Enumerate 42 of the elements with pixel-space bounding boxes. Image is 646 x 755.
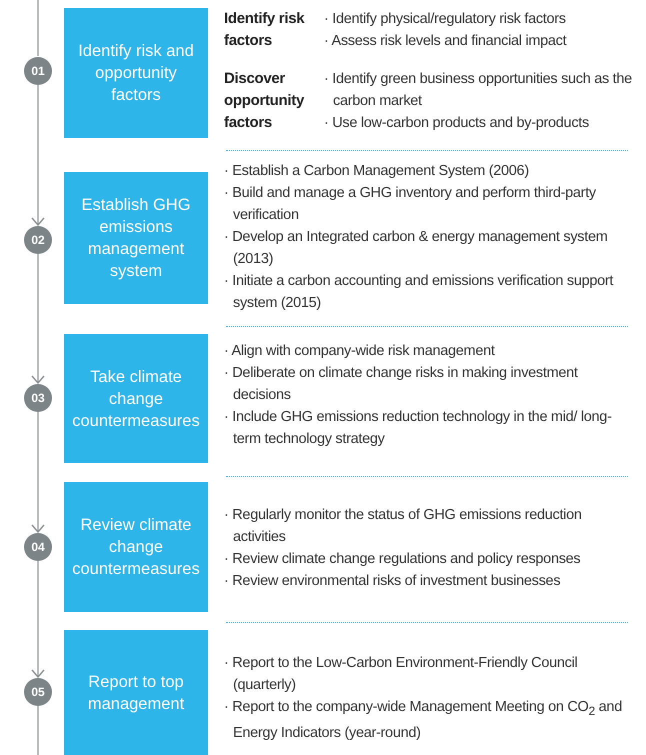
bullet-item: · Report to the company-wide Management Meeting on CO$_{2}$ and Energy Indicators (year-round) [224, 698, 623, 743]
step-number: 04 [31, 540, 45, 554]
step-title: Report to top management [86, 672, 186, 714]
bullet-item: · Report to the Low-Carbon Environment-Friendly Council (quarterly) [224, 654, 578, 695]
step-title: Identify risk and opportunity factors [77, 41, 195, 106]
step-number: 02 [31, 233, 45, 247]
step-title: Take climate change countermeasures [71, 366, 201, 432]
bullet-item: · Develop an Integrated carbon & energy management system (2013) [224, 228, 608, 269]
bullet-item: · Deliberate on climate change risks in making investment decisions [224, 364, 579, 405]
bullet-item: · Initiate a carbon accounting and emissions verification support system (2015) [224, 272, 614, 313]
connector-arrow [31, 254, 45, 384]
step-box [64, 482, 208, 612]
bullet-item: · Include GHG emissions reduction technology in the mid/ long-term technology strategy [224, 408, 613, 449]
step-box [64, 172, 208, 304]
bullet-item: · Regularly monitor the status of GHG emissions reduction activities [224, 506, 583, 547]
step-number-circle [24, 678, 52, 706]
category-heading: Discover opportunity factors [224, 69, 306, 133]
bullet-item: · Use low-carbon products and by-products [324, 114, 590, 133]
step-title: Review climate change countermeasures [71, 515, 201, 580]
step-number: 01 [31, 64, 45, 78]
connector-arrow [31, 85, 45, 226]
step-box [64, 630, 208, 755]
step-number-circle [24, 226, 52, 254]
bullet-item: · Identify green business opportunities such as the carbon market [324, 70, 633, 111]
step-box [64, 334, 208, 463]
bullet-item: · Review climate change regulations and policy responses [224, 550, 582, 569]
connector-arrow [31, 561, 45, 678]
connector-arrow [31, 412, 45, 533]
bullet-item: · Review environmental risks of investment businesses [224, 572, 562, 591]
bullet-item: · Identify physical/regulatory risk factors [324, 10, 567, 29]
bullet-item: · Build and manage a GHG inventory and perform third-party verification [224, 184, 597, 225]
bullet-item: · Align with company-wide risk management [224, 342, 496, 361]
step-number-circle [24, 384, 52, 412]
bullet-item: · Establish a Carbon Management System (2006) [224, 162, 530, 181]
step-number: 03 [31, 391, 45, 405]
step-title: Establish GHG emissions management system [80, 195, 192, 282]
step-number: 05 [31, 685, 45, 699]
bullet-item: · Assess risk levels and financial impact [324, 32, 568, 51]
step-number-circle [24, 533, 52, 561]
category-heading: Identify risk factors [224, 9, 306, 51]
step-number-circle [24, 57, 52, 85]
step-box [64, 8, 208, 138]
